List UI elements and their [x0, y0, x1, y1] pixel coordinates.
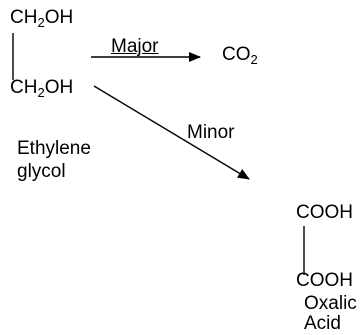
major-label: Major — [111, 36, 159, 57]
reactant-name-line1: Ethylene — [17, 138, 91, 159]
reactant-name-line2: glycol — [17, 161, 66, 182]
major-product: CO2 — [222, 44, 258, 67]
product-top-group: COOH — [296, 202, 353, 223]
reactant-top-group: CH2OH — [10, 7, 74, 30]
minor-arrow — [93, 85, 250, 180]
minor-label: Minor — [187, 122, 235, 143]
reactant-bottom-group: CH2OH — [10, 77, 74, 100]
product-bottom-group: COOH — [296, 270, 353, 291]
product-name-line2: Acid — [304, 313, 341, 334]
product-name-line1: Oxalic — [304, 293, 357, 314]
